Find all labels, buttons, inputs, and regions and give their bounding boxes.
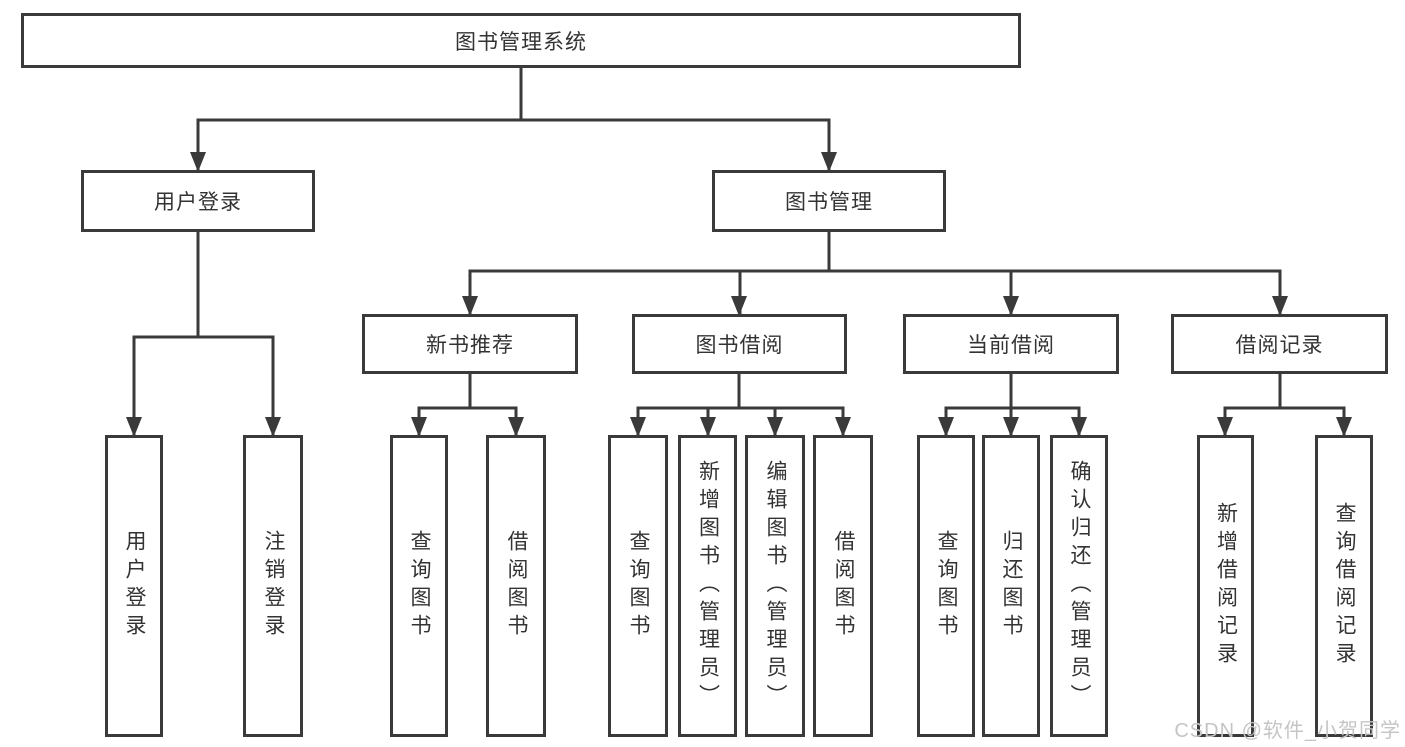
- leaf-logout: 注销登录: [243, 435, 303, 737]
- leaf-return-book-label: 归还图书: [1000, 530, 1023, 642]
- node-current-borrow: 当前借阅: [903, 314, 1119, 374]
- leaf-edit-book-admin-label: 编辑图书（管理员）: [764, 460, 787, 712]
- leaf-query-borrow-record-label: 查询借阅记录: [1333, 502, 1356, 670]
- node-root: 图书管理系统: [21, 13, 1021, 68]
- leaf-add-book-admin: 新增图书（管理员）: [678, 435, 737, 737]
- node-user-login-label: 用户登录: [154, 191, 242, 214]
- node-user-login: 用户登录: [81, 170, 315, 232]
- leaf-return-book: 归还图书: [982, 435, 1040, 737]
- leaf-logout-label: 注销登录: [262, 530, 285, 642]
- node-root-label: 图书管理系统: [455, 30, 587, 54]
- leaf-borrow-books-borrow: 借阅图书: [813, 435, 873, 737]
- leaf-confirm-return-admin: 确认归还（管理员）: [1050, 435, 1108, 737]
- node-new-book-rec-label: 新书推荐: [426, 334, 514, 357]
- node-book-mgmt: 图书管理: [712, 170, 946, 232]
- leaf-query-books-borrow: 查询图书: [608, 435, 668, 737]
- node-new-book-rec: 新书推荐: [362, 314, 578, 374]
- leaf-confirm-return-admin-label: 确认归还（管理员）: [1068, 460, 1091, 712]
- leaf-borrow-books-rec: 借阅图书: [486, 435, 546, 737]
- leaf-query-books-borrow-label: 查询图书: [627, 530, 650, 642]
- node-book-borrow: 图书借阅: [632, 314, 847, 374]
- leaf-add-book-admin-label: 新增图书（管理员）: [696, 460, 720, 712]
- leaf-query-books-current-label: 查询图书: [935, 530, 958, 642]
- node-borrow-records-label: 借阅记录: [1235, 334, 1324, 357]
- csdn-watermark: CSDN @软件_小贺同学: [1174, 720, 1401, 742]
- node-book-borrow-label: 图书借阅: [695, 334, 784, 357]
- leaf-user-login-label: 用户登录: [123, 530, 146, 642]
- node-book-mgmt-label: 图书管理: [785, 191, 873, 214]
- leaf-edit-book-admin: 编辑图书（管理员）: [745, 435, 805, 737]
- leaf-borrow-books-borrow-label: 借阅图书: [832, 530, 855, 642]
- leaf-query-borrow-record: 查询借阅记录: [1315, 435, 1373, 737]
- node-borrow-records: 借阅记录: [1171, 314, 1388, 374]
- leaf-add-borrow-record: 新增借阅记录: [1197, 435, 1254, 737]
- leaf-query-books-rec: 查询图书: [390, 435, 448, 737]
- node-current-borrow-label: 当前借阅: [967, 334, 1055, 357]
- leaf-user-login: 用户登录: [105, 435, 163, 737]
- leaf-query-books-current: 查询图书: [917, 435, 975, 737]
- leaf-query-books-rec-label: 查询图书: [408, 530, 431, 642]
- leaf-borrow-books-rec-label: 借阅图书: [505, 530, 528, 642]
- leaf-add-borrow-record-label: 新增借阅记录: [1214, 502, 1238, 670]
